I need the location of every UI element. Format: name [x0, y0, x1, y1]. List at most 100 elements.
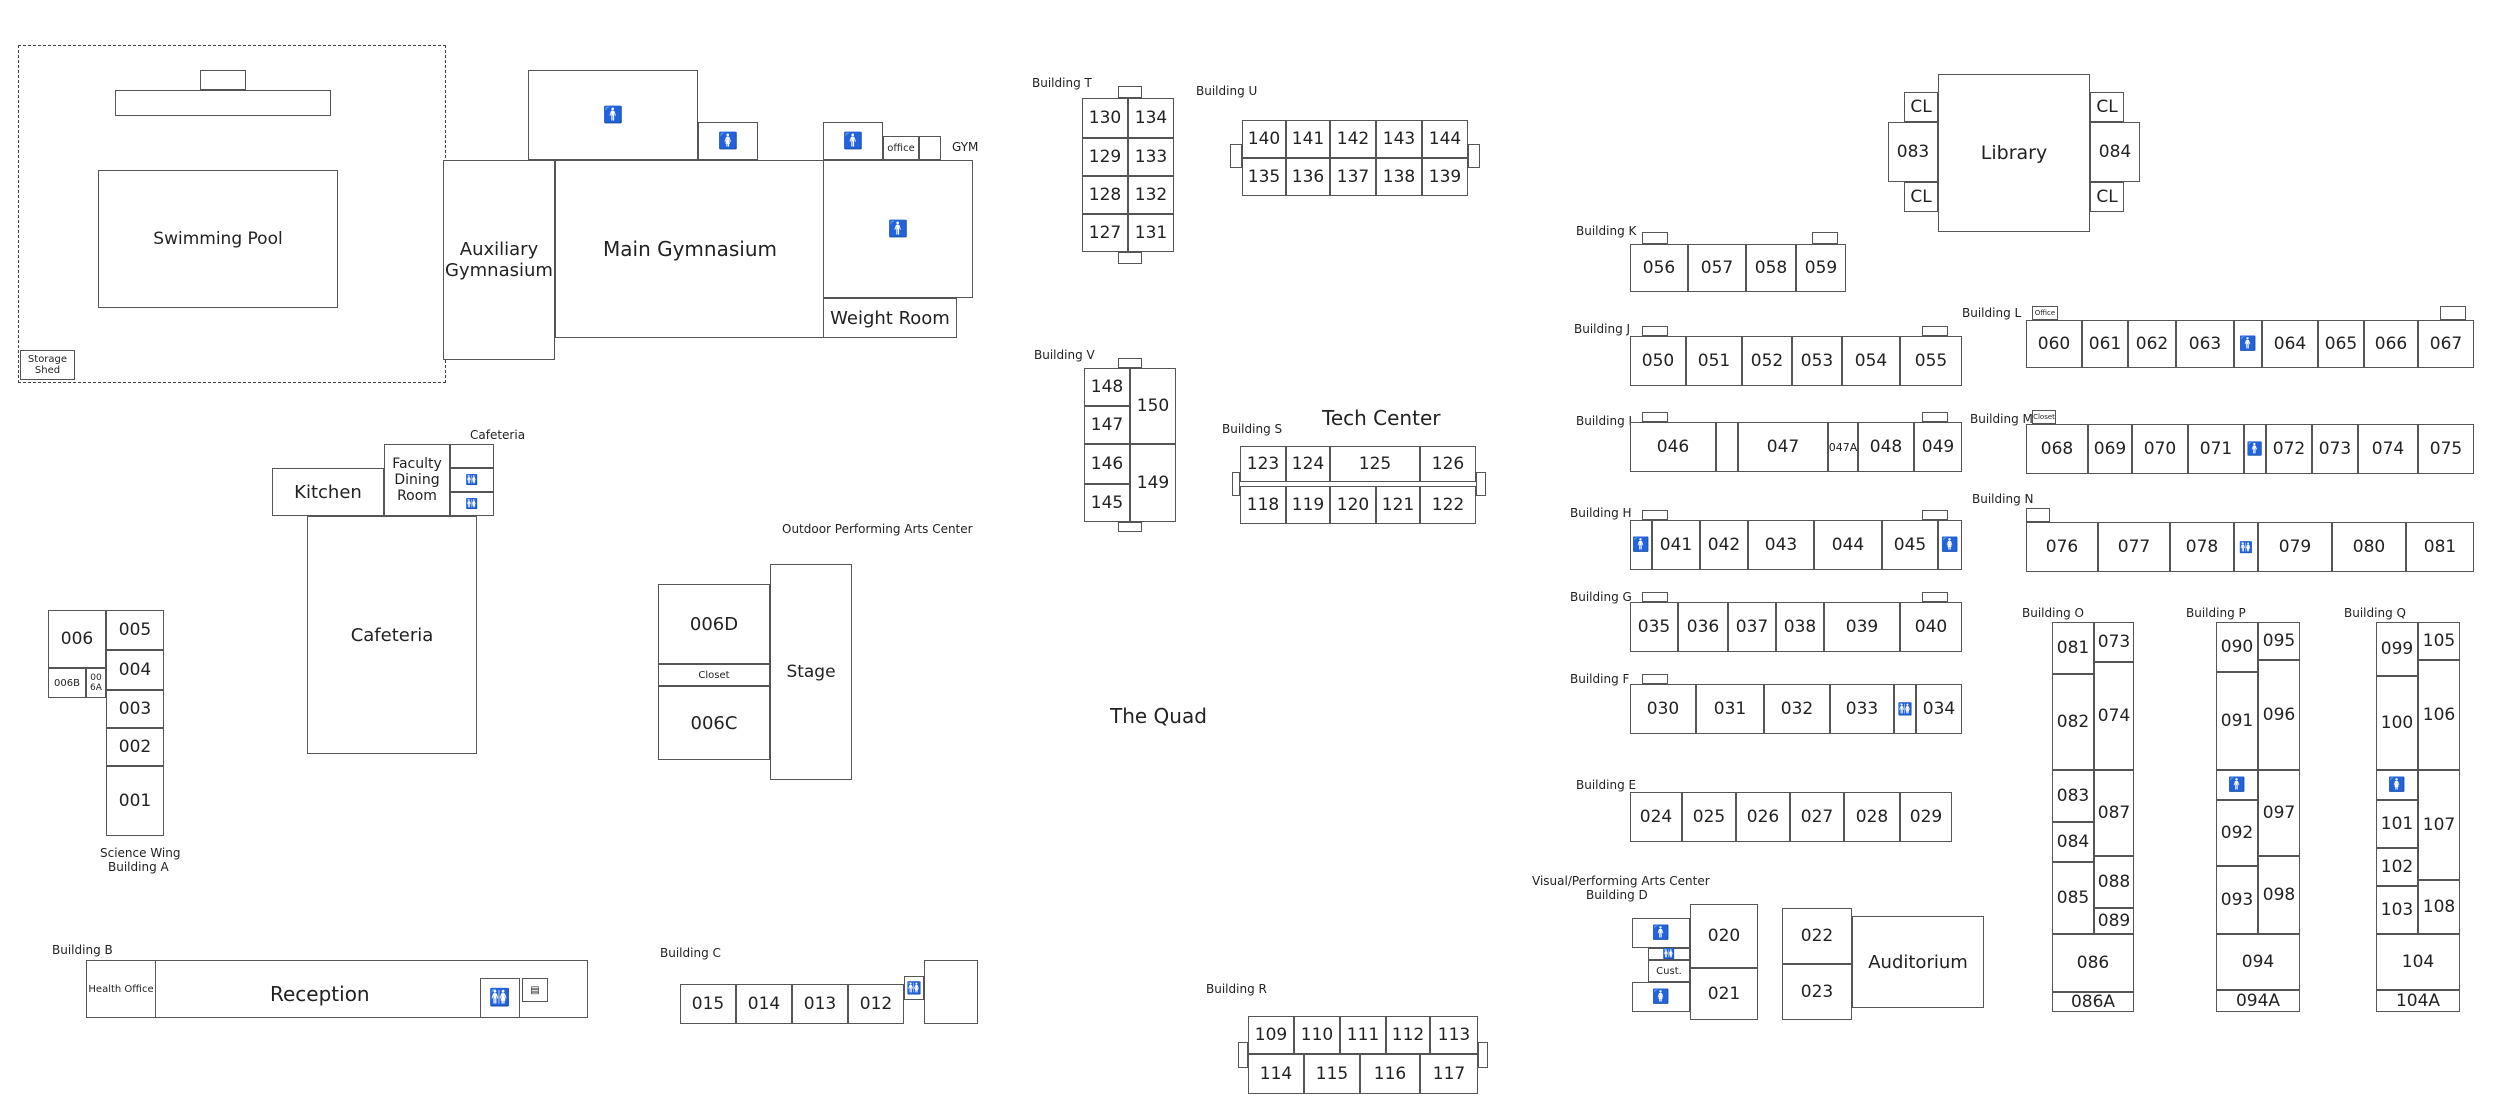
room-023[interactable]: 023 — [1782, 964, 1852, 1020]
room-106[interactable]: 106 — [2418, 660, 2460, 770]
building-b-restroom[interactable]: 🚻 — [480, 978, 520, 1018]
room-109[interactable]: 109 — [1248, 1016, 1294, 1054]
room-069[interactable]: 069 — [2088, 424, 2132, 474]
room-065[interactable]: 065 — [2318, 320, 2364, 368]
custodial[interactable]: Cust. — [1648, 960, 1690, 982]
cafeteria-restroom-1[interactable]: 🚻 — [450, 468, 494, 492]
reception[interactable]: Reception — [270, 982, 370, 1006]
gym-locker-room[interactable]: 🚹 — [528, 70, 698, 160]
building-l-office[interactable]: Office — [2032, 306, 2058, 320]
room-136[interactable]: 136 — [1286, 158, 1330, 196]
room-040[interactable]: 040 — [1900, 602, 1962, 652]
room-146[interactable]: 146 — [1084, 444, 1130, 484]
room-033[interactable]: 033 — [1830, 684, 1894, 734]
room-036[interactable]: 036 — [1678, 602, 1728, 652]
room-089[interactable]: 089 — [2094, 908, 2134, 934]
room-051[interactable]: 051 — [1686, 336, 1742, 386]
room-015[interactable]: 015 — [680, 984, 736, 1024]
room-137[interactable]: 137 — [1330, 158, 1376, 196]
building-c-restroom[interactable]: 🚻 — [904, 976, 924, 1000]
room-115[interactable]: 115 — [1304, 1054, 1360, 1094]
room-003[interactable]: 003 — [106, 690, 164, 728]
room-108[interactable]: 108 — [2418, 880, 2460, 934]
building-f-restroom[interactable]: 🚻 — [1894, 684, 1916, 734]
room-094[interactable]: 094 — [2216, 934, 2300, 990]
room-114[interactable]: 114 — [1248, 1054, 1304, 1094]
room-073-o[interactable]: 073 — [2094, 622, 2134, 662]
gym-restroom[interactable]: 🚺 — [698, 122, 758, 160]
room-002[interactable]: 002 — [106, 728, 164, 766]
room-044[interactable]: 044 — [1814, 520, 1882, 570]
room-024[interactable]: 024 — [1630, 792, 1682, 842]
room-132[interactable]: 132 — [1128, 176, 1174, 214]
room-133[interactable]: 133 — [1128, 138, 1174, 176]
room-126[interactable]: 126 — [1420, 446, 1476, 482]
building-h-restroom-1[interactable]: 🚹 — [1630, 520, 1652, 570]
room-112[interactable]: 112 — [1386, 1016, 1430, 1054]
room-034[interactable]: 034 — [1916, 684, 1962, 734]
room-030[interactable]: 030 — [1630, 684, 1696, 734]
room-123[interactable]: 123 — [1240, 446, 1286, 482]
storage-shed[interactable]: Storage Shed — [20, 350, 75, 380]
cafeteria[interactable]: Cafeteria — [307, 516, 477, 754]
room-083[interactable]: 083 — [2052, 770, 2094, 822]
room-013[interactable]: 013 — [792, 984, 848, 1024]
room-046[interactable]: 046 — [1630, 422, 1716, 472]
room-090[interactable]: 090 — [2216, 622, 2258, 672]
room-025[interactable]: 025 — [1682, 792, 1736, 842]
room-043[interactable]: 043 — [1748, 520, 1814, 570]
library-cl-3[interactable]: CL — [2090, 92, 2124, 122]
room-045[interactable]: 045 — [1882, 520, 1938, 570]
room-057[interactable]: 057 — [1688, 244, 1746, 292]
room-067[interactable]: 067 — [2418, 320, 2474, 368]
room-074[interactable]: 074 — [2358, 424, 2418, 474]
room-071[interactable]: 071 — [2188, 424, 2244, 474]
room-087[interactable]: 087 — [2094, 770, 2134, 856]
room-058[interactable]: 058 — [1746, 244, 1796, 292]
room-104a[interactable]: 104A — [2376, 990, 2460, 1012]
gym-hall[interactable]: 🚹 — [823, 160, 973, 298]
room-102[interactable]: 102 — [2376, 848, 2418, 886]
room-052[interactable]: 052 — [1742, 336, 1792, 386]
room-139[interactable]: 139 — [1422, 158, 1468, 196]
room-117[interactable]: 117 — [1420, 1054, 1478, 1094]
building-h-restroom-2[interactable]: 🚺 — [1938, 520, 1962, 570]
kitchen[interactable]: Kitchen — [272, 468, 384, 516]
room-062[interactable]: 062 — [2128, 320, 2176, 368]
faculty-dining-room[interactable]: Faculty Dining Room — [384, 444, 450, 516]
room-096[interactable]: 096 — [2258, 660, 2300, 770]
room-070[interactable]: 070 — [2132, 424, 2188, 474]
room-032[interactable]: 032 — [1764, 684, 1830, 734]
room-054[interactable]: 054 — [1842, 336, 1900, 386]
room-116[interactable]: 116 — [1360, 1054, 1420, 1094]
room-005[interactable]: 005 — [106, 610, 164, 650]
room-073[interactable]: 073 — [2312, 424, 2358, 474]
room-006a[interactable]: 00 6A — [86, 668, 106, 698]
room-111[interactable]: 111 — [1340, 1016, 1386, 1054]
room-131[interactable]: 131 — [1128, 214, 1174, 252]
building-d-wc[interactable]: 🚻 — [1648, 948, 1690, 960]
main-gymnasium[interactable]: Main Gymnasium — [555, 160, 825, 338]
room-037[interactable]: 037 — [1728, 602, 1776, 652]
gym-restroom-2[interactable]: 🚹 — [823, 122, 883, 160]
room-047[interactable]: 047 — [1738, 422, 1828, 472]
room-042[interactable]: 042 — [1700, 520, 1748, 570]
room-006c[interactable]: 006C — [658, 686, 770, 760]
room-135[interactable]: 135 — [1242, 158, 1286, 196]
room-041[interactable]: 041 — [1652, 520, 1700, 570]
room-056[interactable]: 056 — [1630, 244, 1688, 292]
room-059[interactable]: 059 — [1796, 244, 1846, 292]
room-097[interactable]: 097 — [2258, 770, 2300, 856]
room-035[interactable]: 035 — [1630, 602, 1678, 652]
room-100[interactable]: 100 — [2376, 676, 2418, 770]
room-084[interactable]: 084 — [2052, 822, 2094, 862]
room-060[interactable]: 060 — [2026, 320, 2082, 368]
room-012[interactable]: 012 — [848, 984, 904, 1024]
room-061[interactable]: 061 — [2082, 320, 2128, 368]
room-084-library[interactable]: 084 — [2090, 122, 2140, 182]
building-p-restroom[interactable]: 🚹 — [2216, 770, 2258, 800]
library-cl-1[interactable]: CL — [1904, 92, 1938, 122]
auditorium[interactable]: Auditorium — [1852, 916, 1984, 1008]
stage[interactable]: Stage — [770, 564, 852, 780]
room-145[interactable]: 145 — [1084, 484, 1130, 522]
